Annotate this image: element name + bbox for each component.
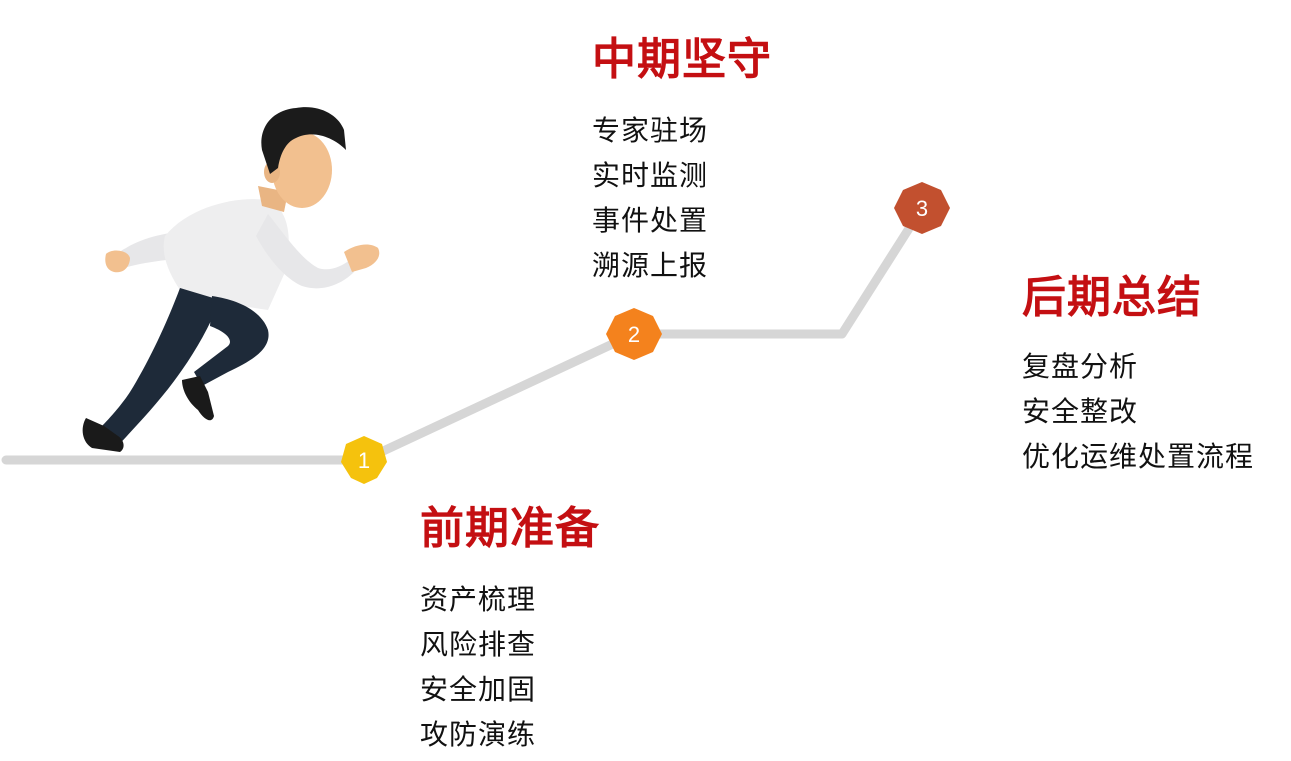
running-man-illustration <box>82 107 380 452</box>
phase-middle-item: 溯源上报 <box>592 249 709 282</box>
phase-early-item: 攻防演练 <box>420 718 537 751</box>
step-marker-2-label: 2 <box>628 322 640 347</box>
phase-middle-item: 事件处置 <box>592 204 709 237</box>
step-marker-2: 2 <box>606 308 662 360</box>
phase-middle-title: 中期坚守 <box>592 34 772 85</box>
phase-late-item: 优化运维处置流程 <box>1022 440 1255 473</box>
step-marker-3: 3 <box>894 182 950 234</box>
phase-early-item: 安全加固 <box>420 673 537 706</box>
step-marker-3-label: 3 <box>916 196 928 221</box>
phase-early: 前期准备 资产梳理 风险排查 安全加固 攻防演练 <box>420 507 600 757</box>
phase-late-item: 安全整改 <box>1022 395 1139 428</box>
phase-late: 后期总结 复盘分析 安全整改 优化运维处置流程 <box>1022 276 1254 479</box>
phase-early-title: 前期准备 <box>420 503 600 554</box>
phase-middle-item: 专家驻场 <box>592 114 709 147</box>
step-marker-1-label: 1 <box>358 448 370 473</box>
phase-late-title: 后期总结 <box>1022 272 1202 323</box>
phase-late-item: 复盘分析 <box>1022 350 1139 383</box>
phase-early-items: 资产梳理 风险排查 安全加固 攻防演练 <box>420 577 600 757</box>
phase-middle-item: 实时监测 <box>592 159 709 192</box>
phase-early-item: 风险排查 <box>420 628 537 661</box>
phase-middle-items: 专家驻场 实时监测 事件处置 溯源上报 <box>592 108 772 288</box>
phase-middle: 中期坚守 专家驻场 实时监测 事件处置 溯源上报 <box>592 38 772 288</box>
phase-late-items: 复盘分析 安全整改 优化运维处置流程 <box>1022 344 1254 479</box>
step-marker-1: 1 <box>341 436 387 484</box>
phase-early-item: 资产梳理 <box>420 583 537 616</box>
